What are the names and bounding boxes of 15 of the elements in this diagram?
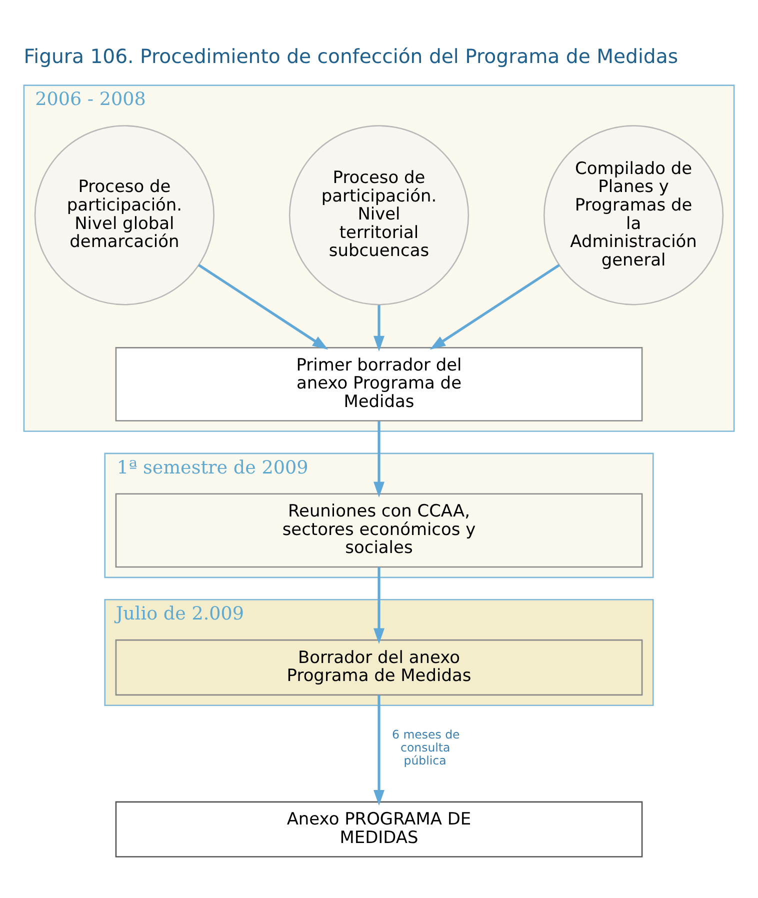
arrow xyxy=(374,304,384,352)
node-circle: Proceso de participación. Nivel global demarcación xyxy=(34,124,215,305)
node-box: Anexo PROGRAMA DE MEDIDAS xyxy=(115,800,643,857)
arrow xyxy=(198,263,328,350)
edge-label: 6 meses de consulta pública xyxy=(392,726,460,767)
node-circle: Compilado de Planes y Programas de la Administración general xyxy=(543,124,724,305)
node-box: Reuniones con CCAA, sectores económicos y sociales xyxy=(115,492,643,568)
arrow xyxy=(430,263,560,350)
diagram-title: Figura 106. Procedimiento de confección del Programa de Medidas xyxy=(24,44,678,68)
arrow xyxy=(374,694,384,806)
node-circle: Proceso de participación. Nivel territorial subcuencas xyxy=(288,124,470,305)
arrow xyxy=(374,420,384,497)
arrow xyxy=(374,566,384,644)
node-box: Borrador del anexo Programa de Medidas xyxy=(115,638,643,696)
node-box: Primer borrador del anexo Programa de Medidas xyxy=(115,346,643,421)
